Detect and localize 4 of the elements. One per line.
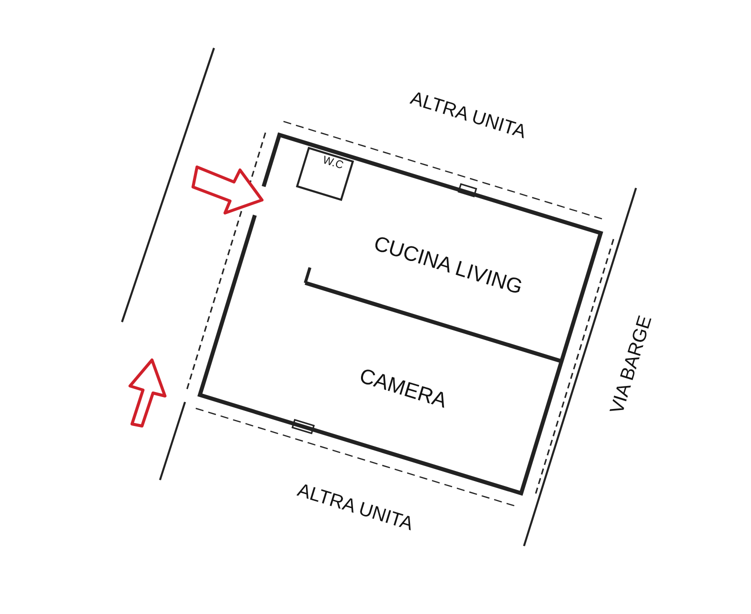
room-label: ALTRA UNITA xyxy=(408,88,528,144)
room-label: ALTRA UNITA xyxy=(294,480,416,536)
room-label: W.C xyxy=(321,154,345,172)
street-label: VIA BARGE xyxy=(606,313,658,417)
